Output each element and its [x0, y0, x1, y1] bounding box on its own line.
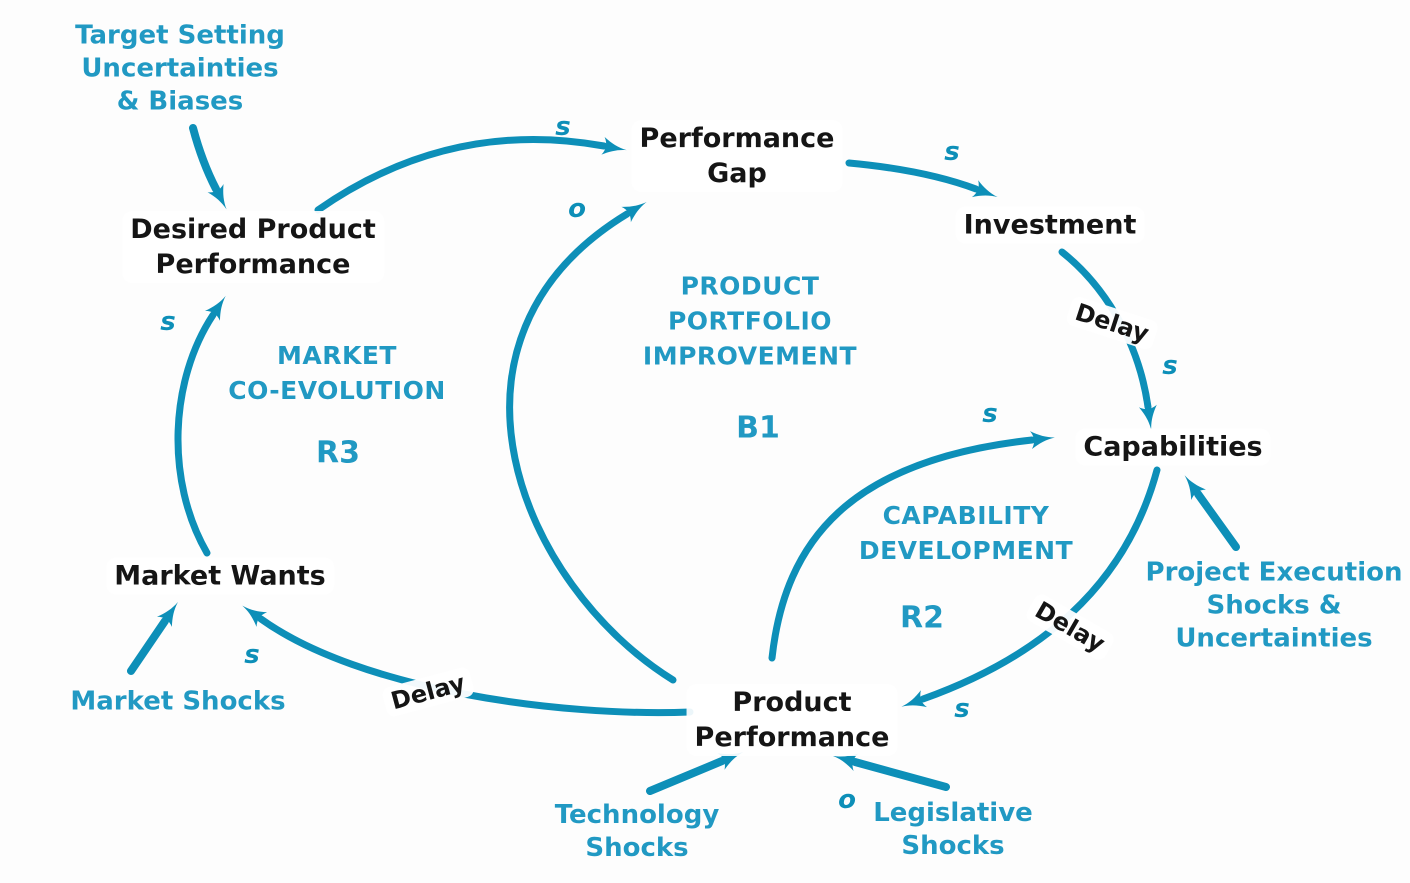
arrow-legislative-shocks-to-product: [832, 753, 950, 791]
arrow-product-to-performance-gap: [506, 202, 677, 684]
loop-title-line: CAPABILITY: [882, 501, 1050, 530]
loop-id-r3: R3: [316, 435, 360, 471]
arrow-product-to-capabilities: [768, 431, 1055, 662]
polarity-s-desired-to-gap: s: [555, 112, 571, 142]
factor-label-line: Shocks: [585, 833, 689, 863]
loop-title-line: PRODUCT: [680, 271, 820, 301]
arrow-performance-gap-to-investment: [845, 159, 998, 198]
arrow-desired-to-performance-gap: [314, 135, 627, 214]
factor-label-line: Project Execution: [1145, 557, 1403, 588]
node-label-line: Gap: [707, 158, 767, 189]
arrow-product-to-market-wants: [242, 605, 694, 717]
factor-label-line: Uncertainties: [81, 53, 279, 84]
loop-title-market-coevolution: MARKET CO-EVOLUTION: [228, 338, 446, 408]
arrow-technology-shocks-to-product: [646, 752, 744, 795]
node-performance-gap: Performance Gap: [631, 120, 843, 192]
polarity-o-legislative-to-product: o: [838, 785, 856, 815]
polarity-s-product-to-market-wants: s: [244, 640, 260, 670]
polarity-s-market-wants-to-desired: s: [160, 307, 176, 337]
polarity-s-investment-to-capabilities: s: [1162, 351, 1178, 381]
arrow-market-shocks-to-market-wants: [127, 601, 178, 675]
factor-market-shocks: Market Shocks: [70, 686, 286, 717]
loop-id-b1: B1: [736, 410, 780, 446]
polarity-s-gap-to-investment: s: [944, 137, 960, 167]
factor-label-line: Legislative: [873, 798, 1033, 828]
polarity-o-product-to-gap: o: [568, 194, 586, 224]
factor-project-execution-shocks: Project Execution Shocks & Uncertainties: [1146, 557, 1403, 656]
factor-technology-shocks: Technology Shocks: [555, 799, 720, 865]
factor-label-line: Technology: [554, 800, 720, 830]
node-label-line: Performance: [155, 249, 351, 280]
arrow-project-execution-to-capabilities: [1184, 475, 1240, 551]
node-label-line: Performance: [694, 722, 890, 753]
factor-label-line: Shocks &: [1206, 590, 1342, 621]
node-market-wants: Market Wants: [106, 557, 334, 595]
loop-title-line: PORTFOLIO: [667, 306, 833, 336]
node-product-performance: Product Performance: [686, 684, 898, 756]
loop-title-line: IMPROVEMENT: [642, 341, 858, 371]
node-label-line: Desired Product: [130, 214, 376, 245]
node-desired-product-performance: Desired Product Performance: [122, 211, 384, 283]
factor-legislative-shocks: Legislative Shocks: [873, 797, 1033, 863]
loop-title-line: DEVELOPMENT: [858, 536, 1074, 565]
factor-label-line: Uncertainties: [1175, 623, 1373, 654]
arrow-target-setting-to-desired: [189, 124, 227, 210]
polarity-s-capabilities-to-product: s: [954, 694, 970, 724]
node-label-line: Product: [732, 687, 852, 718]
factor-label-line: & Biases: [116, 86, 244, 117]
polarity-s-product-to-capabilities: s: [982, 399, 998, 429]
arrow-market-wants-to-desired: [174, 295, 226, 557]
loop-title-capability-development: CAPABILITY DEVELOPMENT: [859, 498, 1073, 568]
factor-target-setting-uncertainties: Target Setting Uncertainties & Biases: [75, 20, 285, 119]
loop-id-r2: R2: [900, 600, 944, 636]
factor-label-line: Target Setting: [75, 20, 285, 51]
factor-label-line: Shocks: [901, 831, 1005, 861]
node-investment: Investment: [955, 206, 1145, 244]
node-capabilities: Capabilities: [1075, 428, 1271, 466]
node-label-line: Performance: [639, 123, 835, 154]
loop-title-line: MARKET: [277, 341, 397, 370]
loop-title-product-portfolio-improvement: PRODUCT PORTFOLIO IMPROVEMENT: [643, 269, 857, 374]
loop-title-line: CO-EVOLUTION: [228, 376, 446, 405]
arrow-capabilities-to-product-performance: [901, 466, 1161, 708]
